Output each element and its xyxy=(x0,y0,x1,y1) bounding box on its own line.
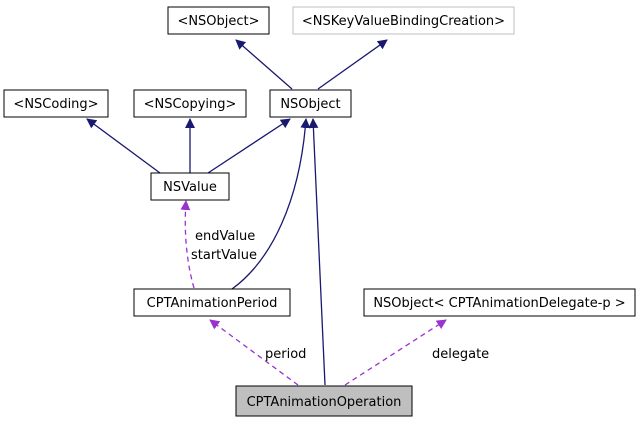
node-nscopying-protocol-label: <NSCopying> xyxy=(144,97,237,112)
node-operation-class-label: CPTAnimationOperation xyxy=(247,395,402,410)
edge-nsvalue-to-nsobject xyxy=(207,118,291,174)
edge-labels: endValue startValue period delegate xyxy=(191,229,489,362)
edge-period-uses-nsvalue xyxy=(180,200,195,289)
node-operation-class[interactable]: CPTAnimationOperation xyxy=(235,385,413,417)
node-nsvalue-class[interactable]: NSValue xyxy=(150,172,230,201)
edge-nsobject-to-nsobject-protocol xyxy=(235,39,293,90)
node-nscopying-protocol[interactable]: <NSCopying> xyxy=(133,89,247,118)
node-nsobject-protocol[interactable]: <NSObject> xyxy=(167,6,270,35)
node-nscoding-protocol[interactable]: <NSCoding> xyxy=(3,89,109,118)
edge-operation-uses-period xyxy=(209,319,299,386)
node-period-class-label: CPTAnimationPeriod xyxy=(147,296,278,311)
node-keyvalue-protocol[interactable]: <NSKeyValueBindingCreation> xyxy=(292,6,515,35)
node-nsobject-class-label: NSObject xyxy=(280,97,340,112)
inheritance-edges xyxy=(86,39,388,386)
start-value-label: startValue xyxy=(191,248,257,263)
edge-period-to-nsobject xyxy=(231,118,311,290)
node-delegate-class[interactable]: NSObject< CPTAnimationDelegate-p > xyxy=(363,288,636,317)
delegate-label: delegate xyxy=(432,347,489,362)
node-nsobject-protocol-label: <NSObject> xyxy=(177,14,259,29)
node-nsobject-class[interactable]: NSObject xyxy=(269,89,352,118)
period-label: period xyxy=(265,347,306,362)
usage-edges xyxy=(180,200,447,386)
node-nsvalue-class-label: NSValue xyxy=(163,180,217,195)
node-keyvalue-protocol-label: <NSKeyValueBindingCreation> xyxy=(302,14,505,29)
node-period-class[interactable]: CPTAnimationPeriod xyxy=(133,288,291,317)
end-value-label: endValue xyxy=(195,229,255,244)
edge-operation-uses-delegate xyxy=(344,319,447,386)
edge-nsvalue-to-nscoding xyxy=(86,118,161,174)
edge-nsobject-to-keyvalue-protocol xyxy=(317,39,388,90)
node-nscoding-protocol-label: <NSCoding> xyxy=(13,97,98,112)
node-delegate-class-label: NSObject< CPTAnimationDelegate-p > xyxy=(373,296,625,311)
edge-operation-to-nsobject xyxy=(308,118,326,386)
